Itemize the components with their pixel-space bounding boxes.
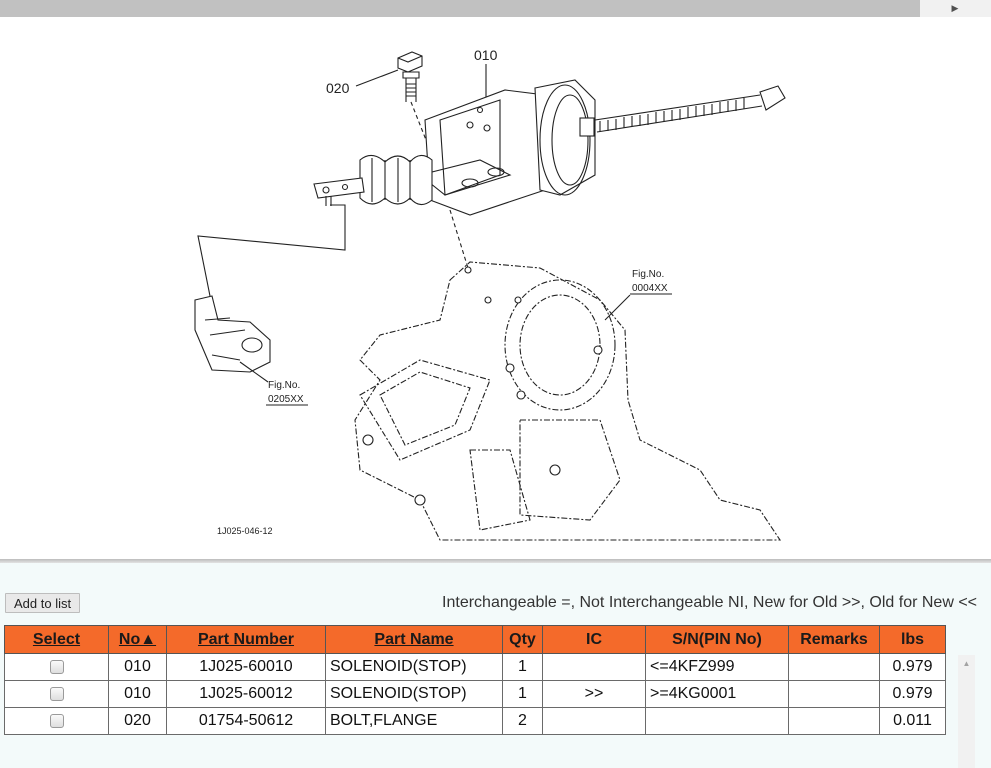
- sn-cell: <=4KFZ999: [645, 653, 789, 681]
- part-name-cell: SOLENOID(STOP): [325, 653, 503, 681]
- part-name-cell: SOLENOID(STOP): [325, 680, 503, 708]
- lbs-cell: 0.979: [879, 680, 946, 708]
- vertical-scrollbar[interactable]: ▲: [958, 655, 975, 768]
- panel-divider[interactable]: [0, 559, 991, 563]
- table-row: 010 1J025-60010 SOLENOID(STOP) 1 <=4KFZ9…: [4, 653, 946, 681]
- solenoid-drawing: [313, 79, 786, 216]
- fig-ref-1-number: 0004XX: [632, 283, 668, 294]
- qty-cell: 1: [502, 680, 543, 708]
- parts-list-panel: Add to list Interchangeable =, Not Inter…: [0, 563, 991, 768]
- select-checkbox[interactable]: [49, 686, 64, 701]
- scroll-right-arrow-icon[interactable]: ▶: [951, 3, 959, 13]
- fig-ref-1-label: Fig.No.: [632, 269, 664, 280]
- gear-case-drawing: [354, 261, 782, 541]
- select-checkbox[interactable]: [49, 713, 64, 728]
- fig-ref-2-number: 0205XX: [268, 394, 304, 405]
- interchangeability-legend: Interchangeable =, Not Interchangeable N…: [442, 594, 977, 611]
- table-row: 010 1J025-60012 SOLENOID(STOP) 1 >> >=4K…: [4, 680, 946, 708]
- fig-ref-2-label: Fig.No.: [268, 380, 300, 391]
- select-checkbox[interactable]: [49, 659, 64, 674]
- column-header-sn: S/N(PIN No): [645, 625, 789, 654]
- bolt-drawing: [397, 51, 423, 102]
- scroll-up-arrow-icon[interactable]: ▲: [962, 659, 971, 668]
- lbs-cell: 0.979: [879, 653, 946, 681]
- parts-table: Select No▲ Part Number Part Name Qty IC …: [4, 625, 946, 735]
- sn-cell: >=4KG0001: [645, 680, 789, 708]
- remarks-cell: [788, 707, 880, 735]
- scrollbar-thumb[interactable]: [0, 0, 920, 17]
- table-row: 020 01754-50612 BOLT,FLANGE 2 0.011: [4, 707, 946, 735]
- ic-cell: >>: [542, 680, 646, 708]
- no-cell: 010: [108, 680, 167, 708]
- lever-bracket-drawing: [194, 295, 271, 383]
- gear-case-bolt-holes: [362, 266, 603, 506]
- select-cell: [4, 653, 109, 681]
- lbs-cell: 0.011: [879, 707, 946, 735]
- column-header-ic: IC: [542, 625, 646, 654]
- qty-cell: 2: [502, 707, 543, 735]
- ic-cell: [542, 707, 646, 735]
- part-number-cell: 01754-50612: [166, 707, 326, 735]
- exploded-view-drawing: 020 010 Fig.No. 0004XX Fig.No. 0205XX 1J…: [194, 47, 786, 541]
- drawing-code: 1J025-046-12: [217, 526, 273, 536]
- column-header-select[interactable]: Select: [4, 625, 109, 654]
- parts-diagram: 020 010 Fig.No. 0004XX Fig.No. 0205XX 1J…: [0, 17, 991, 559]
- part-number-cell: 1J025-60010: [166, 653, 326, 681]
- column-header-part-name[interactable]: Part Name: [325, 625, 503, 654]
- column-header-lbs: lbs: [879, 625, 946, 654]
- no-cell: 010: [108, 653, 167, 681]
- table-header-row: Select No▲ Part Number Part Name Qty IC …: [4, 625, 946, 654]
- column-header-qty: Qty: [502, 625, 543, 654]
- part-number-cell: 1J025-60012: [166, 680, 326, 708]
- column-header-remarks: Remarks: [788, 625, 880, 654]
- ic-cell: [542, 653, 646, 681]
- qty-cell: 1: [502, 653, 543, 681]
- column-header-part-number[interactable]: Part Number: [166, 625, 326, 654]
- callout-010: 010: [474, 47, 498, 63]
- column-header-no[interactable]: No▲: [108, 625, 167, 654]
- select-cell: [4, 680, 109, 708]
- part-name-cell: BOLT,FLANGE: [325, 707, 503, 735]
- remarks-cell: [788, 653, 880, 681]
- add-to-list-button[interactable]: Add to list: [5, 593, 81, 613]
- horizontal-scrollbar[interactable]: ▶: [0, 0, 991, 17]
- no-cell: 020: [108, 707, 167, 735]
- callout-020: 020: [326, 80, 350, 96]
- sn-cell: [645, 707, 789, 735]
- select-cell: [4, 707, 109, 735]
- remarks-cell: [788, 680, 880, 708]
